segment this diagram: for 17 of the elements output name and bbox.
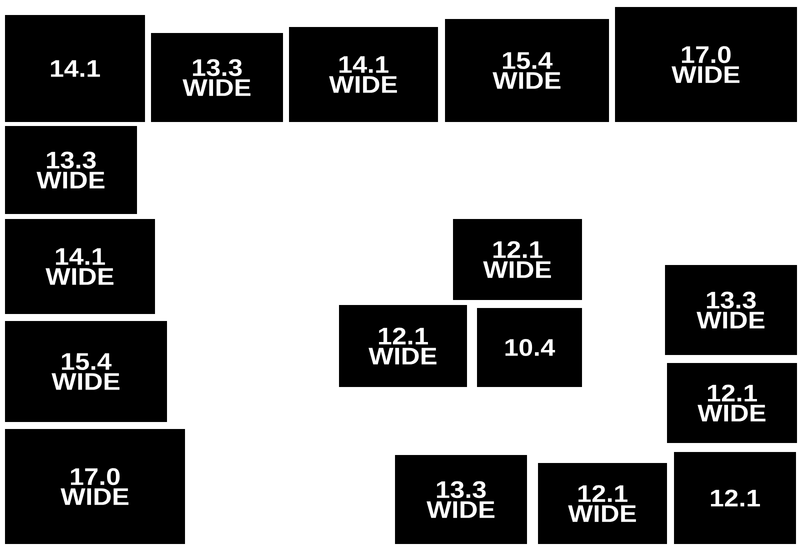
size-box: 14.1 WIDE (5, 219, 155, 314)
size-box: 13.3 WIDE (151, 33, 283, 122)
size-box: 17.0 WIDE (615, 7, 797, 122)
size-box: 17.0 WIDE (5, 429, 185, 544)
size-box: 14.1 (5, 15, 145, 122)
size-box: 12.1 WIDE (538, 463, 667, 544)
size-box: 13.3 WIDE (395, 455, 527, 544)
size-box: 15.4 WIDE (445, 19, 609, 122)
size-box: 13.3 WIDE (665, 265, 797, 355)
size-box: 12.1 WIDE (453, 219, 582, 300)
size-box: 14.1 WIDE (289, 27, 438, 122)
size-box: 12.1 (674, 452, 796, 544)
size-box: 15.4 WIDE (5, 321, 167, 422)
size-box: 10.4 (477, 308, 582, 387)
size-box: 12.1 WIDE (339, 305, 467, 387)
size-box: 13.3 WIDE (5, 126, 137, 214)
size-box: 12.1 WIDE (667, 363, 797, 443)
